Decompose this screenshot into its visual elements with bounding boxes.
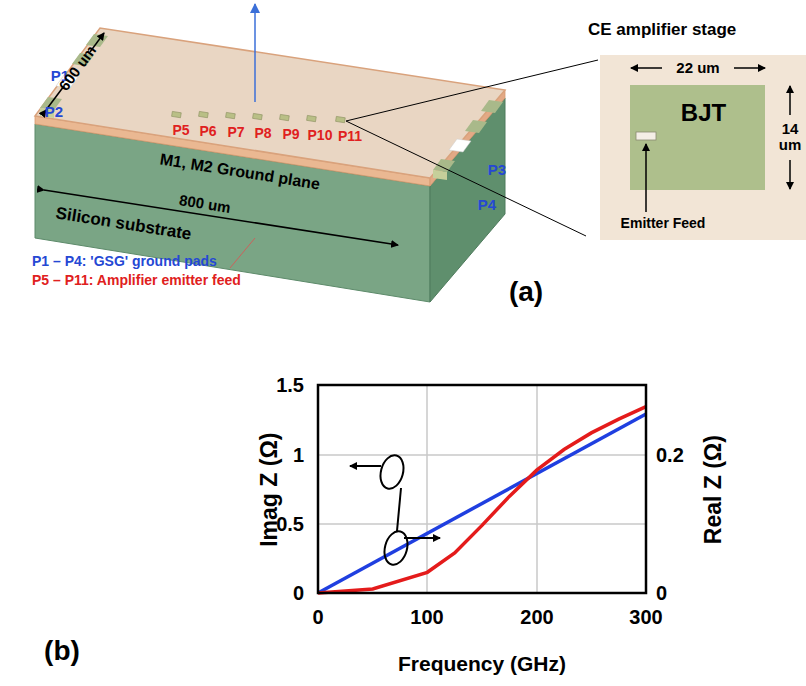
tick-label: 1 [293,444,304,466]
note: P5 – P11: Amplifier emitter feed [32,273,241,288]
port-label: P9 [282,127,299,142]
note: P1 – P4: 'GSG' ground pads [32,254,217,269]
port-label: P5 [172,123,189,138]
panel-letter: (b) [44,636,80,667]
tick-label: 0.5 [276,513,304,535]
part-name: BJT [681,99,726,127]
chart [318,385,646,593]
part-label: Emitter Feed [621,216,706,231]
port-label: P10 [308,128,333,143]
port-label: P11 [338,129,362,144]
port-label: P4 [478,197,496,214]
port-label: P2 [45,104,63,121]
dimension: 14 um [778,121,802,154]
dimension-arrows [631,68,790,189]
panel-letter: (a) [509,277,543,308]
port-label: P8 [254,126,271,141]
tick-label: 200 [520,606,553,628]
tick-label: 0 [312,606,323,628]
bjt-box: BJT [630,85,765,190]
port-label: P7 [227,125,244,140]
tick-label: 1.5 [276,374,304,396]
port-label: P3 [488,162,506,179]
tick-label: 0.2 [656,444,684,466]
tick-label: 0 [293,582,304,604]
tick-label: 100 [410,606,443,628]
tick-label: 0 [656,582,667,604]
inset-heading: CE amplifier stage [588,20,736,40]
dimension: 22 um [676,60,719,77]
inset-panel [600,55,806,240]
imag-curve [318,414,646,593]
axis-title: Real Z (Ω) [701,435,726,544]
port-label: P6 [199,124,216,139]
real-curve [318,407,646,593]
tick-label: 300 [629,606,662,628]
inset-panel: CE amplifier stageBJT [600,55,806,240]
axis-title: Frequency (GHz) [398,652,566,675]
